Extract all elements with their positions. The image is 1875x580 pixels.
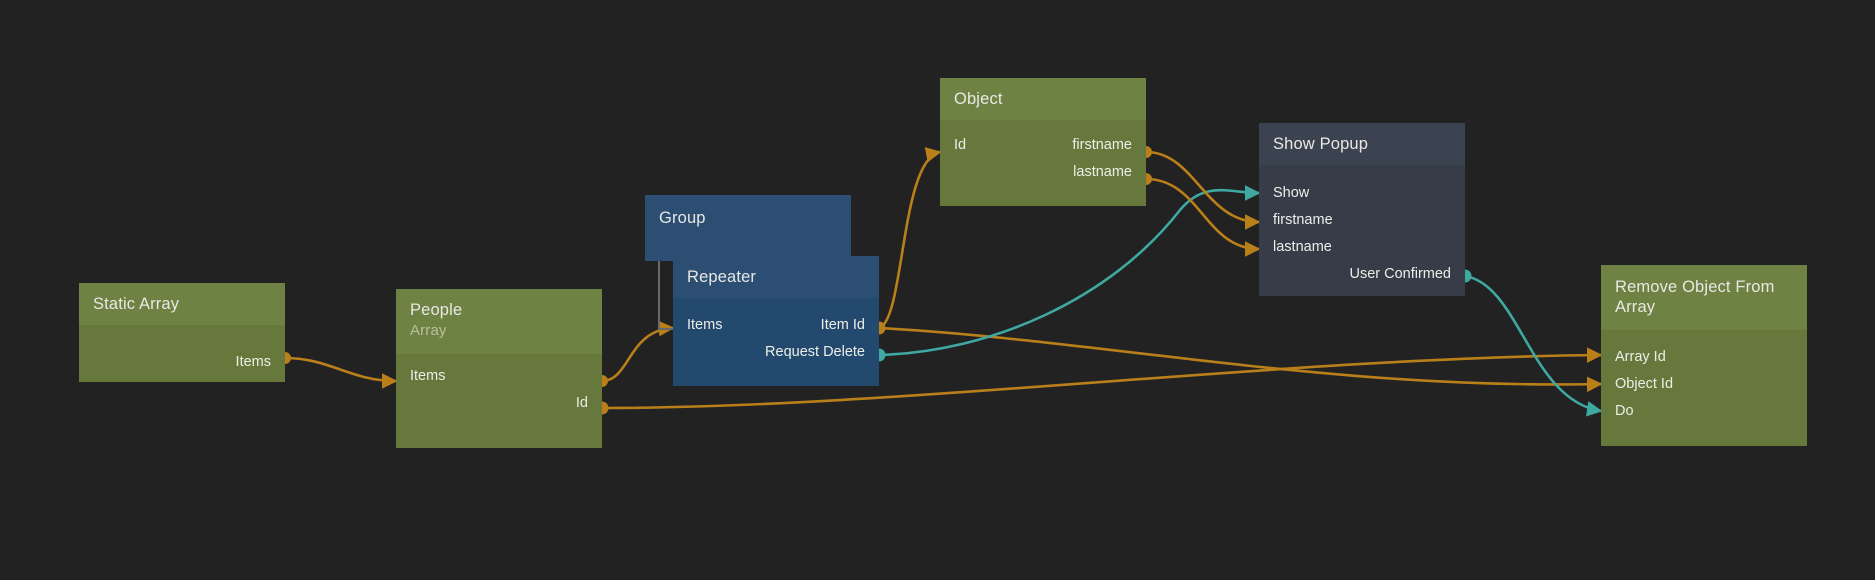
node-group-title: Group <box>659 209 706 227</box>
node-remove-object-from-array[interactable]: Remove Object From Array Array Id Object… <box>1601 265 1807 446</box>
node-remove-object-title: Remove Object From Array <box>1615 278 1775 316</box>
port-repeater-item-id-out-label: Item Id <box>820 317 865 333</box>
port-label: lastname <box>1073 164 1132 180</box>
port-label: Items <box>235 354 271 370</box>
port-repeater-items-in-label: Items <box>687 317 723 333</box>
edge-object-lastname-to-showpopup-lastname <box>1145 177 1261 257</box>
port-repeater-items-and-itemid[interactable]: Items Item Id <box>673 312 879 339</box>
edge-people-items-to-repeater-items <box>601 320 675 383</box>
node-object-header[interactable]: Object <box>940 78 1146 120</box>
port-repeater-request-delete-out[interactable]: Request Delete <box>673 339 879 366</box>
port-show-popup-lastname-in[interactable]: lastname <box>1259 234 1465 261</box>
node-people-title: People <box>410 301 463 319</box>
port-object-lastname-out[interactable]: lastname <box>940 159 1146 186</box>
node-show-popup-title: Show Popup <box>1273 135 1369 153</box>
edge-repeater-itemid-to-remove-objectid <box>878 326 1603 393</box>
port-object-id-and-firstname[interactable]: Id firstname <box>940 132 1146 159</box>
node-repeater-header[interactable]: Repeater <box>673 256 879 298</box>
port-label: lastname <box>1273 239 1332 255</box>
node-object-title: Object <box>954 90 1003 108</box>
node-people-body: Items Id <box>396 354 602 448</box>
port-label: Request Delete <box>765 344 865 360</box>
port-label: Do <box>1615 403 1634 419</box>
node-repeater-title: Repeater <box>687 268 757 286</box>
node-remove-object-header[interactable]: Remove Object From Array <box>1601 265 1807 330</box>
port-label: Array Id <box>1615 349 1666 365</box>
edge-repeater-requestdelete-to-showpopup-show <box>878 185 1261 357</box>
port-show-popup-user-confirmed-out[interactable]: User Confirmed <box>1259 261 1465 288</box>
port-label: Id <box>575 395 588 411</box>
edge-static-array-items-to-people-items <box>284 356 398 389</box>
port-label: User Confirmed <box>1349 266 1451 282</box>
node-show-popup-body: Show firstname lastname User Confirmed <box>1259 165 1465 296</box>
port-show-popup-show-in[interactable]: Show <box>1259 180 1465 207</box>
edge-object-firstname-to-showpopup-firstname <box>1145 150 1261 230</box>
node-remove-object-body: Array Id Object Id Do <box>1601 330 1807 446</box>
edge-showpopup-userconfirmed-to-remove-do <box>1464 274 1603 417</box>
node-people[interactable]: People Array Items Id <box>396 289 602 448</box>
node-static-array-title: Static Array <box>93 295 180 313</box>
port-label: firstname <box>1273 212 1333 228</box>
node-repeater-body: Items Item Id Request Delete <box>673 298 879 386</box>
port-static-array-items-out[interactable]: Items <box>79 349 285 376</box>
node-show-popup-header[interactable]: Show Popup <box>1259 123 1465 165</box>
node-object[interactable]: Object Id firstname lastname <box>940 78 1146 206</box>
port-people-id-out[interactable]: Id <box>396 390 602 417</box>
node-static-array[interactable]: Static Array Items <box>79 283 285 382</box>
port-remove-do-in[interactable]: Do <box>1601 398 1807 425</box>
port-object-id-in-label: Id <box>954 137 967 153</box>
node-object-body: Id firstname lastname <box>940 120 1146 206</box>
node-group-header[interactable]: Group <box>645 195 851 241</box>
port-object-firstname-out-label: firstname <box>1072 137 1132 153</box>
port-remove-array-id-in[interactable]: Array Id <box>1601 344 1807 371</box>
port-label: Show <box>1273 185 1310 201</box>
port-people-items-in[interactable]: Items <box>396 363 602 390</box>
node-show-popup[interactable]: Show Popup Show firstname lastname User … <box>1259 123 1465 296</box>
node-people-subtitle: Array <box>410 322 447 339</box>
port-label: Items <box>410 368 446 384</box>
port-show-popup-firstname-in[interactable]: firstname <box>1259 207 1465 234</box>
node-static-array-header[interactable]: Static Array <box>79 283 285 325</box>
port-label: Object Id <box>1615 376 1674 392</box>
node-group[interactable]: Group <box>645 195 851 261</box>
node-people-header[interactable]: People Array <box>396 289 602 354</box>
edge-repeater-itemid-to-object-id <box>878 147 942 330</box>
port-remove-object-id-in[interactable]: Object Id <box>1601 371 1807 398</box>
node-repeater[interactable]: Repeater Items Item Id Request Delete <box>673 256 879 386</box>
node-static-array-body: Items <box>79 325 285 382</box>
